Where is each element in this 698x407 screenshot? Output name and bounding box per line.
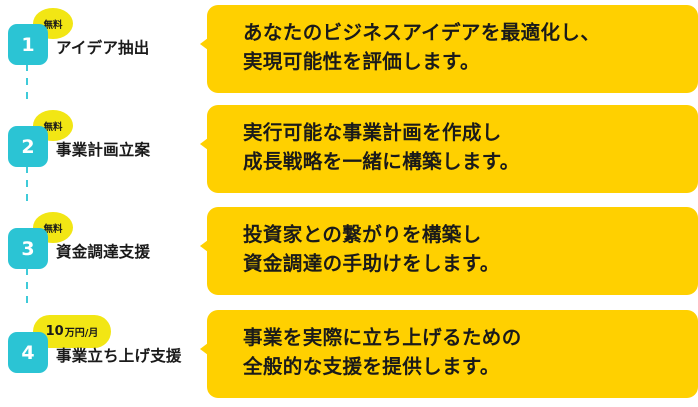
callout-tail-icon-1 [200,38,208,50]
step-number-chip-1[interactable]: 1 [8,24,48,65]
callout-tail-icon-2 [200,138,208,150]
callout-line-1b: 実現可能性を評価します。 [243,50,480,73]
step-title-4: 事業立ち上げ支援 [56,347,182,365]
callout-line-1a: あなたのビジネスアイデアを最適化し、 [243,21,601,44]
step-row-1: 無料 1 アイデア抽出 あなたのビジネスアイデアを最適化し、 実現可能性を評価し… [0,0,698,101]
step-number-label-1: 1 [21,33,35,56]
step-title-1: アイデア抽出 [56,39,150,57]
step-title-3: 資金調達支援 [56,243,151,261]
callout-line-3b: 資金調達の手助けをします。 [243,252,500,275]
step-callout-3: 投資家との繋がりを構築し 資金調達の手助けをします。 [200,207,698,295]
callout-line-3a: 投資家との繋がりを構築し [243,223,482,246]
step-number-chip-2[interactable]: 2 [8,126,48,167]
step-number-chip-3[interactable]: 3 [8,228,48,269]
step-connector-3-4 [26,268,28,309]
callout-line-4b: 全般的な支援を提供します。 [243,355,500,378]
callout-line-2b: 成長戦略を一緒に構築します。 [243,150,520,173]
step-badge-label-1: 無料 [43,19,63,31]
callout-tail-icon-3 [200,240,208,252]
step-callout-1: あなたのビジネスアイデアを最適化し、 実現可能性を評価します。 [200,5,698,93]
step-row-3: 無料 3 資金調達支援 投資家との繋がりを構築し 資金調達の手助けをします。 [0,204,698,305]
step-connector-2-3 [26,166,28,207]
step-number-label-4: 4 [21,341,35,364]
callout-tail-icon-4 [200,343,208,355]
step-callout-4: 事業を実際に立ち上げるための 全般的な支援を提供します。 [200,310,698,398]
step-callout-2: 実行可能な事業計画を作成し 成長戦略を一緒に構築します。 [200,105,698,193]
step-number-chip-4[interactable]: 4 [8,332,48,373]
step-badge-label-3: 無料 [43,223,63,235]
step-connector-1-2 [26,64,28,105]
step-number-label-2: 2 [21,135,35,158]
step-badge-label-2: 無料 [43,121,63,133]
callout-line-2a: 実行可能な事業計画を作成し [243,121,502,144]
step-number-label-3: 3 [21,237,35,260]
step-badge-unit-4: 万円/月 [64,328,99,339]
callout-line-4a: 事業を実際に立ち上げるための [243,326,522,349]
step-badge-amount-4: 10 [45,324,64,339]
step-title-2: 事業計画立案 [56,141,151,159]
step-row-2: 無料 2 事業計画立案 実行可能な事業計画を作成し 成長戦略を一緒に構築します。 [0,102,698,203]
